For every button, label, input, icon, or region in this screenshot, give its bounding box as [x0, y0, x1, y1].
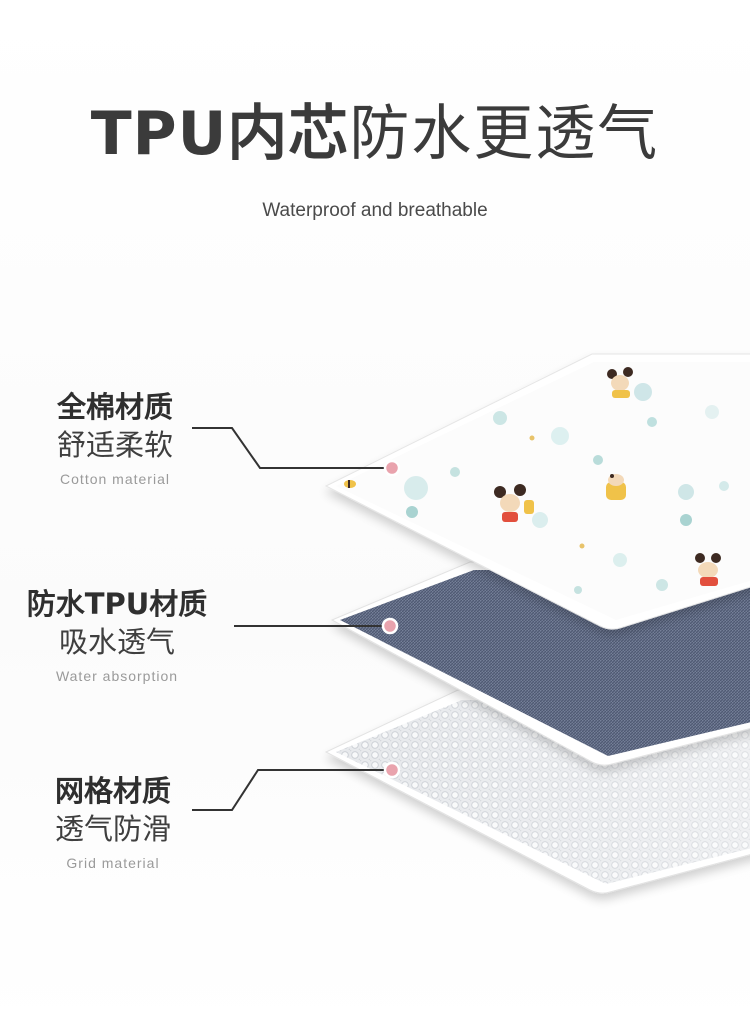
bee-icon	[344, 480, 356, 488]
layer-name: 全棉材质	[56, 390, 173, 424]
layer-label-tpu: 防水TPU材质 吸水透气 Water absorption	[14, 585, 220, 687]
layer-name: 网格材质	[54, 774, 171, 808]
pink-dot-icon	[383, 459, 401, 477]
mouse-cartoon-icon	[607, 367, 633, 398]
layer-name-en: Grid material	[66, 855, 160, 871]
layer-desc: 吸水透气	[58, 625, 175, 659]
page-subtitle: Waterproof and breathable	[262, 200, 488, 221]
marker-dots	[381, 459, 401, 779]
connector-lines	[192, 427, 384, 811]
layer-name-en: Water absorption	[55, 668, 179, 684]
layer-label-grid: 网格材质 透气防滑 Grid material	[38, 772, 188, 874]
mouse-cartoon-icon	[494, 484, 534, 522]
grid-connector-line	[192, 769, 384, 811]
layer-desc: 透气防滑	[54, 812, 171, 846]
page-title: TPU内芯防水更透气	[0, 96, 750, 172]
title-normal-part: 防水更透气	[349, 99, 660, 169]
cotton-print-dots	[404, 383, 729, 594]
cotton-connector-line	[192, 427, 384, 469]
mouse-cartoon-icon	[695, 553, 721, 586]
layer-label-cotton: 全棉材质 舒适柔软 Cotton material	[40, 388, 190, 490]
layer-desc: 舒适柔软	[56, 428, 173, 462]
layer-name: 防水TPU材质	[26, 587, 208, 621]
layer-name-en: Cotton material	[60, 471, 170, 487]
title-bold-part: TPU内芯	[90, 99, 350, 169]
pink-dot-icon	[383, 761, 401, 779]
cotton-layer	[324, 353, 750, 630]
pink-dot-icon	[381, 617, 399, 635]
mouse-cartoon-icon	[606, 474, 626, 500]
